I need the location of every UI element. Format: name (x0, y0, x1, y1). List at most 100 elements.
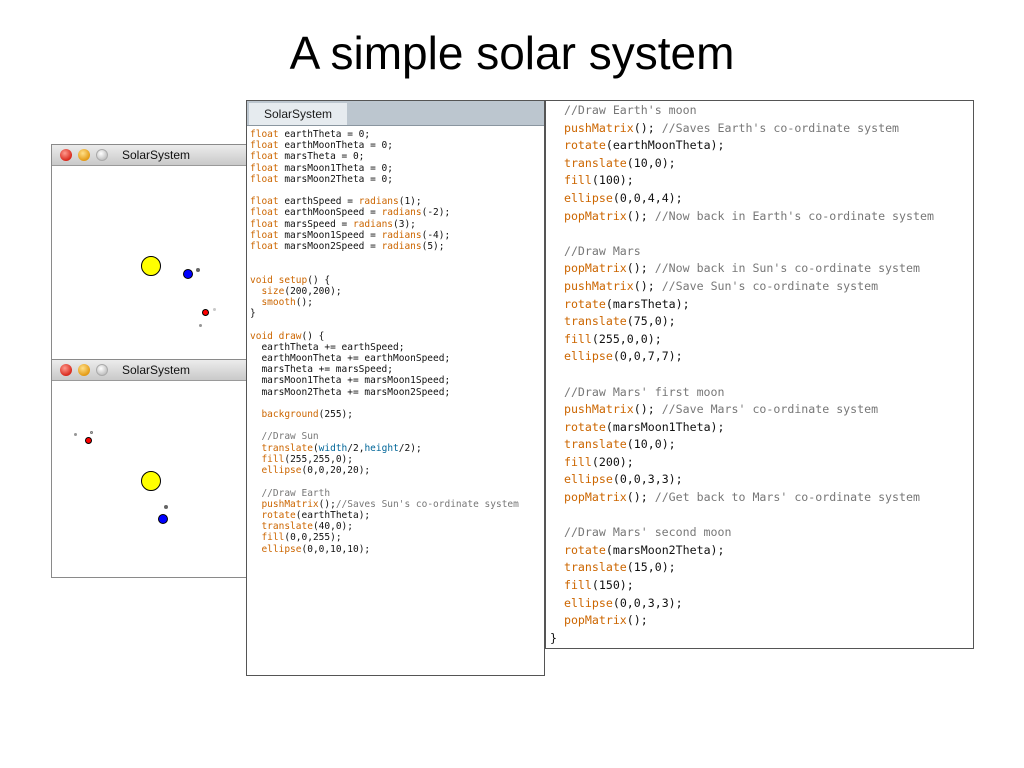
code-token: (); (626, 208, 655, 223)
code-token: popMatrix (563, 261, 627, 276)
code-token: (100); (591, 173, 634, 188)
code-token: float (250, 173, 279, 185)
code-line: popMatrix(); //Now back in Earth's co-or… (550, 208, 973, 226)
tab-solarsystem[interactable]: SolarSystem (249, 103, 347, 125)
code-line: float marsMoon2Theta = 0; (250, 174, 544, 185)
zoom-icon[interactable] (96, 364, 108, 376)
window-title: SolarSystem (122, 148, 191, 162)
code-line: fill(200); (550, 454, 973, 472)
window-titlebar[interactable]: SolarSystem (52, 145, 247, 166)
code-token (250, 499, 261, 510)
code-token (550, 297, 564, 311)
code-line: pushMatrix(); //Saves Earth's co-ordinat… (550, 120, 973, 138)
code-token (250, 454, 261, 465)
code-line: float earthTheta = 0; (250, 129, 544, 140)
code-line (550, 507, 973, 525)
code-line (250, 185, 544, 196)
code-token: (earthTheta); (295, 509, 371, 521)
code-line: //Draw Mars' second moon (550, 524, 973, 542)
code-token: ellipse (261, 465, 302, 477)
code-line: fill(150); (550, 577, 973, 595)
code-token: (10,0); (626, 437, 676, 452)
code-token (250, 544, 261, 555)
code-token: (200); (591, 454, 634, 469)
code-token: earthSpeed = (278, 196, 359, 208)
code-token (550, 349, 564, 363)
code-token: translate (563, 560, 627, 575)
code-token: //Draw Mars' first moon (550, 384, 725, 399)
code-token (550, 332, 564, 346)
sketch-canvas[interactable] (52, 381, 247, 577)
code-token: popMatrix (563, 490, 627, 505)
code-line: marsTheta += marsSpeed; (250, 364, 544, 375)
code-line (550, 225, 973, 243)
code-token: (0,0,255); (284, 532, 342, 544)
code-token: (200,200); (284, 285, 342, 297)
code-token (550, 138, 564, 152)
code-line: float earthSpeed = radians(1); (250, 196, 544, 207)
sketch-canvas[interactable] (52, 166, 247, 362)
code-token: float (250, 140, 279, 152)
close-icon[interactable] (60, 364, 72, 376)
code-token: marsMoon2Theta += marsMoon2Speed; (250, 386, 451, 398)
code-token (250, 286, 261, 297)
code-area-right[interactable]: //Draw Earth's moon pushMatrix(); //Save… (546, 101, 973, 647)
code-token: ellipse (261, 543, 302, 555)
code-line: fill(0,0,255); (250, 532, 544, 543)
code-token (550, 279, 564, 293)
mars-moon-2 (74, 433, 77, 436)
code-line: earthMoonTheta += earthMoonSpeed; (250, 353, 544, 364)
code-token: float (250, 151, 279, 163)
code-token: (255,255,0); (284, 453, 353, 465)
code-token: (3); (393, 218, 416, 230)
sketch-window-1: SolarSystem (51, 144, 248, 363)
code-token: pushMatrix (563, 402, 634, 417)
code-token: (0,0,3,3); (612, 472, 683, 487)
code-token (550, 121, 564, 135)
code-line: float marsMoon1Speed = radians(-4); (250, 230, 544, 241)
code-token: //Draw Sun (250, 431, 319, 443)
code-token (550, 209, 564, 223)
code-area-left[interactable]: float earthTheta = 0;float earthMoonThet… (247, 126, 544, 555)
code-token: ellipse (563, 595, 613, 610)
window-titlebar[interactable]: SolarSystem (52, 360, 247, 381)
code-line: float marsSpeed = radians(3); (250, 219, 544, 230)
code-token (250, 510, 261, 521)
code-token: earthMoonTheta = 0; (278, 140, 393, 152)
code-token: float (250, 207, 279, 219)
code-token: (0,0,4,4); (612, 190, 683, 205)
code-token: earthMoonSpeed = (278, 207, 382, 219)
code-token: rotate (563, 138, 606, 153)
code-line: //Draw Mars (550, 243, 973, 261)
code-token: rotate (261, 509, 296, 521)
zoom-icon[interactable] (96, 149, 108, 161)
sketch-window-2: SolarSystem (51, 359, 248, 578)
code-token (550, 173, 564, 187)
code-token: rotate (563, 542, 606, 557)
code-line: ellipse(0,0,3,3); (550, 471, 973, 489)
code-line: translate(75,0); (550, 313, 973, 331)
code-token: marsTheta = 0; (278, 151, 365, 163)
code-token: () { (301, 330, 325, 342)
code-token (550, 490, 564, 504)
code-token: (marsTheta); (605, 296, 690, 311)
code-token (550, 402, 564, 416)
close-icon[interactable] (60, 149, 72, 161)
code-token: background (261, 409, 319, 421)
code-line (250, 319, 544, 330)
minimize-icon[interactable] (78, 149, 90, 161)
code-token: marsMoon1Speed = (278, 229, 382, 241)
code-line: ellipse(0,0,20,20); (250, 465, 544, 476)
code-token: radians (358, 196, 399, 208)
code-line: fill(255,0,0); (550, 331, 973, 349)
code-token: (75,0); (626, 314, 676, 329)
minimize-icon[interactable] (78, 364, 90, 376)
code-line: //Draw Sun (250, 431, 544, 442)
code-token: float (250, 196, 279, 208)
code-line: earthTheta += earthSpeed; (250, 342, 544, 353)
mars (202, 309, 209, 316)
code-token: marsTheta += marsSpeed; (250, 364, 393, 376)
code-token: marsMoon1Theta = 0; (278, 162, 393, 174)
earth (183, 269, 193, 279)
code-token: radians (381, 229, 422, 241)
